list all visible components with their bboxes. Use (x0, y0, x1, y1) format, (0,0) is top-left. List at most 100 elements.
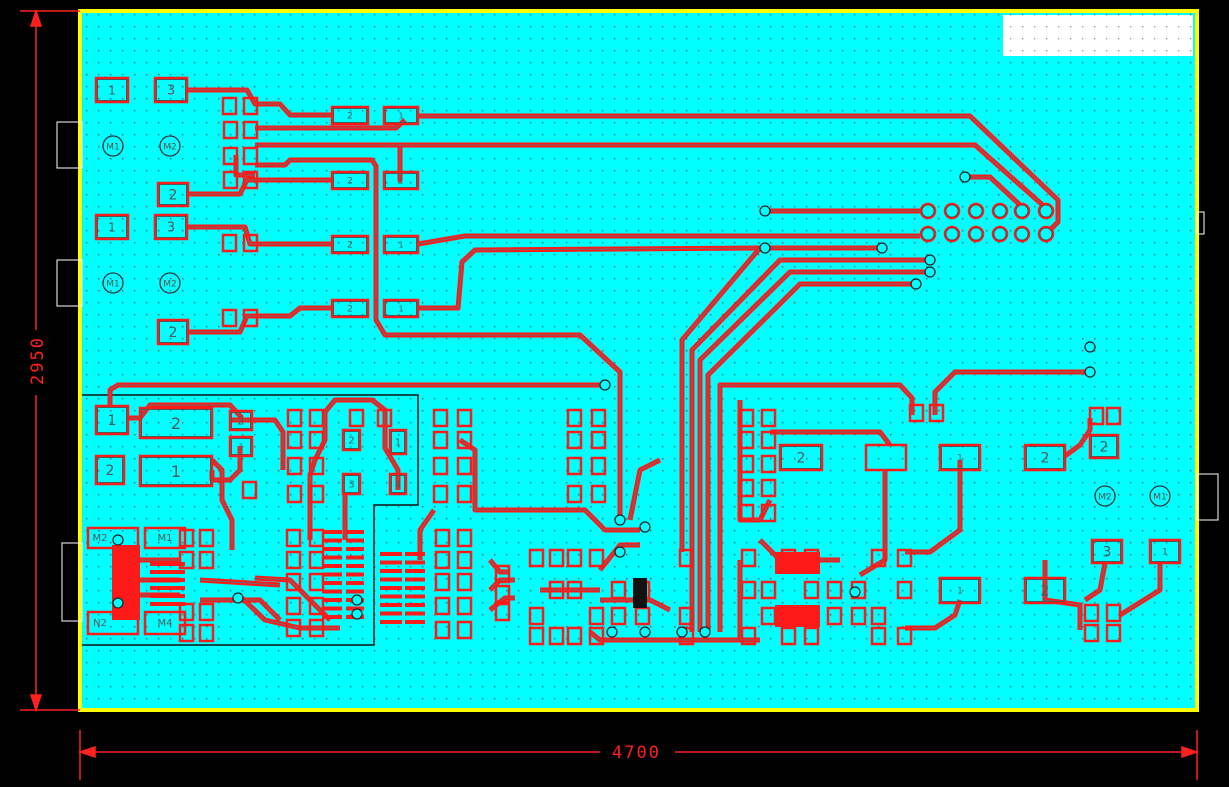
pad-label: 2 (106, 463, 115, 479)
component-body (775, 552, 820, 574)
ic-pin (346, 547, 364, 551)
pad (330, 170, 370, 191)
pad-outline (231, 412, 251, 429)
smd-pad (432, 430, 449, 450)
trace-centerline (600, 599, 671, 611)
header-pin-ring (1039, 227, 1053, 241)
smd-pad (870, 626, 887, 646)
smd-pad (456, 572, 473, 592)
pad-label: 3 (348, 480, 354, 491)
pad (94, 454, 126, 486)
header-pin-ring (921, 204, 935, 218)
smd-pad (548, 548, 565, 568)
pad-label: 2 (169, 188, 178, 204)
ic-pin (346, 564, 364, 568)
ic-pin (346, 530, 364, 534)
smd-pad (348, 408, 365, 428)
via (1084, 366, 1096, 378)
via (112, 597, 124, 609)
vias (112, 171, 1096, 638)
ic-pin (346, 572, 364, 577)
pad (153, 76, 189, 104)
pad (94, 76, 130, 104)
trace-centerline (199, 579, 281, 586)
pad-outline (941, 579, 979, 602)
component-body (775, 605, 820, 627)
smd-pad (738, 503, 755, 523)
ic-pin (346, 555, 364, 560)
smd-pad (285, 572, 302, 592)
header-pin-ring (993, 227, 1007, 241)
smd-pad (286, 484, 303, 504)
header-pin-ring (993, 204, 1007, 218)
ic-pin (322, 581, 342, 585)
smd-pad (1083, 603, 1100, 623)
ic-pin (405, 611, 425, 616)
pad-outline (1026, 579, 1064, 602)
trace-centerline (691, 259, 930, 632)
trace-centerline (905, 599, 961, 629)
mounting-hole (1149, 485, 1171, 507)
via (1084, 341, 1096, 353)
smd-pad (610, 606, 627, 626)
pad-outline (97, 457, 123, 483)
pad (1148, 538, 1182, 565)
connector-pin (150, 594, 185, 598)
ic-pin (322, 538, 342, 543)
via (614, 514, 626, 526)
pad (138, 454, 214, 488)
smd-pad (286, 456, 303, 476)
pad (388, 472, 408, 496)
smd-pad (241, 480, 258, 500)
trace-centerline (211, 459, 233, 550)
via (676, 626, 688, 638)
pad (330, 105, 370, 126)
trace-centerline (419, 509, 435, 560)
smd-pad (760, 580, 777, 600)
pad-outline (97, 216, 127, 238)
header-pin (967, 202, 985, 220)
trace-centerline (1084, 562, 1106, 601)
smd-pad (221, 96, 238, 116)
via (924, 266, 936, 278)
smd-pad (738, 478, 755, 498)
smd-pad (760, 478, 777, 498)
smd-pad (308, 528, 325, 548)
mounting-hole (102, 272, 124, 294)
pad-label: 2 (1100, 440, 1109, 456)
pad-label: 2 (1041, 584, 1050, 600)
pad-outline (385, 301, 417, 316)
ic-pin (405, 603, 425, 607)
smd-pad (548, 626, 565, 646)
smd-pad (434, 620, 451, 640)
pad-outline (141, 457, 211, 485)
header-pin (943, 225, 961, 243)
via (606, 626, 618, 638)
pad-outline (385, 108, 417, 123)
ic-pin (380, 569, 402, 573)
smd-pad (760, 454, 777, 474)
pad-label: 1 (108, 413, 117, 429)
sub-board-outline (82, 394, 419, 646)
smd-pad (432, 408, 449, 428)
via (639, 521, 651, 533)
trace-centerline (599, 544, 640, 571)
smd-pad (1088, 406, 1105, 426)
smd-pad (198, 550, 215, 570)
smd-pad (566, 580, 583, 600)
edge-tab (56, 121, 83, 169)
pad-outline (333, 108, 367, 123)
smd-pad (178, 550, 195, 570)
ic-pin (322, 572, 342, 577)
smd-pad (456, 408, 473, 428)
pad-outline (344, 475, 359, 493)
ic-pin (322, 615, 342, 619)
edge-tab (1196, 473, 1219, 521)
smd-pad (242, 170, 259, 190)
smd-pad (434, 550, 451, 570)
pad (388, 428, 408, 456)
ic-pin (405, 560, 425, 565)
pad-outline (1093, 541, 1121, 562)
pad (938, 443, 982, 472)
